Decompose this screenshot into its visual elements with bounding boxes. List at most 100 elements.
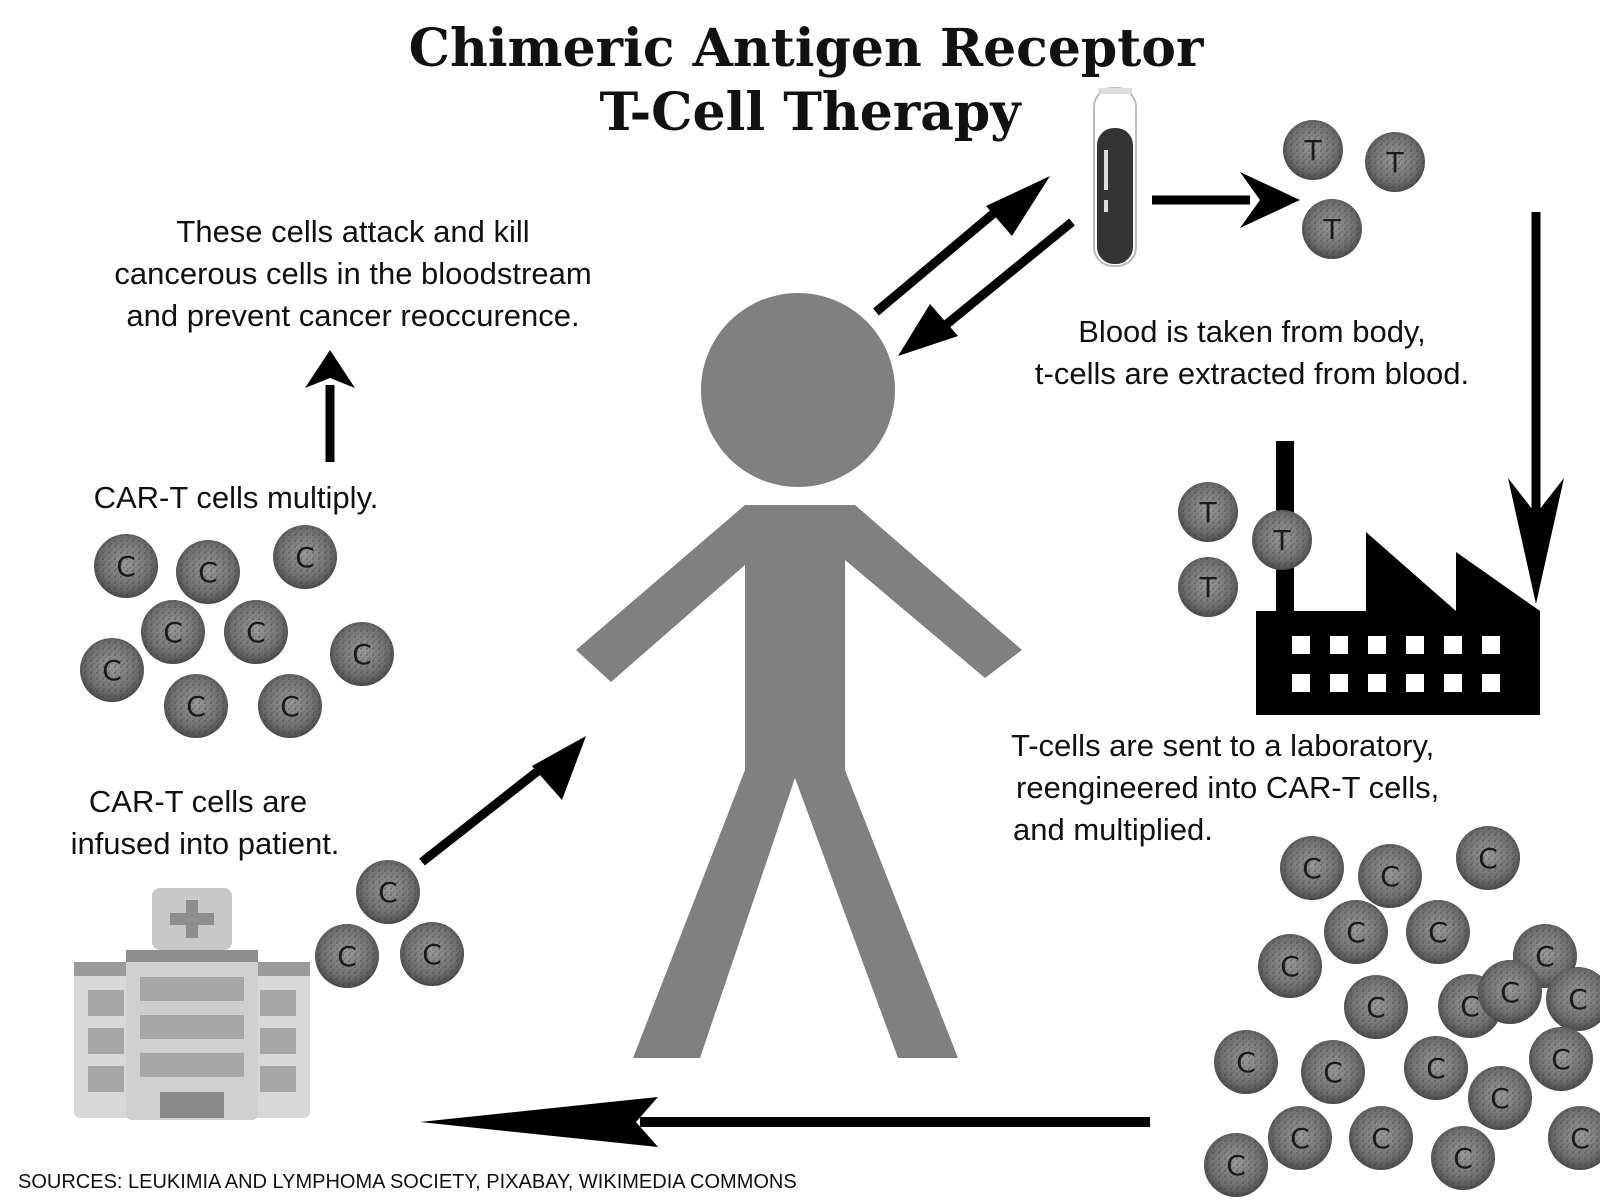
car-t-cell: C	[1324, 900, 1388, 964]
car-t-cell-label: C	[1568, 983, 1588, 1016]
car-t-cell: C	[224, 600, 288, 664]
caption-attack: These cells attack and kill cancerous ce…	[114, 214, 591, 333]
car-t-cell: C	[80, 638, 144, 702]
car-t-cell: C	[1268, 1106, 1332, 1170]
caption-attack-line-2: cancerous cells in the bloodstream	[114, 256, 591, 291]
arrow-tcells-to-factory	[1508, 212, 1564, 604]
t-cell-label: T	[1272, 524, 1291, 557]
car-t-cell-label: C	[1323, 1056, 1343, 1089]
car-t-cell-label: C	[1280, 950, 1300, 983]
arrow-tube-to-body	[898, 218, 1075, 356]
caption-extract-line-1: Blood is taken from body,	[1078, 314, 1426, 349]
car-t-cell-label: C	[1551, 1043, 1571, 1076]
caption-extract: Blood is taken from body, t-cells are ex…	[1035, 314, 1469, 391]
car-t-cell: C	[1548, 1106, 1600, 1170]
caption-lab-line-2: reengineered into CAR-T cells,	[1016, 770, 1439, 805]
car-t-cell-label: C	[186, 690, 206, 723]
car-t-cell: C	[1349, 1106, 1413, 1170]
arrow-lab-to-hospital	[420, 1097, 1150, 1147]
car-t-cell-label: C	[280, 690, 300, 723]
car-t-cell-label: C	[1428, 916, 1448, 949]
car-t-cell: C	[94, 534, 158, 598]
t-cell-label: T	[1385, 146, 1404, 179]
car-t-cell: C	[1214, 1030, 1278, 1094]
t-cell: T	[1365, 132, 1425, 192]
car-t-cell: C	[1406, 900, 1470, 964]
hospital-icon	[74, 888, 310, 1120]
car-t-cell: C	[1456, 826, 1520, 890]
arrow-body-to-tube	[873, 176, 1050, 316]
car-t-cell: C	[356, 860, 420, 924]
title: Chimeric Antigen Receptor T-Cell Therapy	[409, 18, 1204, 143]
caption-extract-line-2: t-cells are extracted from blood.	[1035, 356, 1469, 391]
arrow-tube-to-tcells	[1152, 172, 1300, 228]
caption-infuse-line-1: CAR-T cells are	[89, 784, 307, 819]
car-t-cell-label: C	[1290, 1122, 1310, 1155]
car-t-cell-label: C	[295, 541, 315, 574]
t-cell: T	[1252, 510, 1312, 570]
car-t-cell-label: C	[1535, 940, 1555, 973]
car-t-cell: C	[273, 525, 337, 589]
caption-lab-line-1: T-cells are sent to a laboratory,	[1011, 728, 1434, 763]
sources-footer: SOURCES: LEUKIMIA AND LYMPHOMA SOCIETY, …	[18, 1171, 797, 1193]
car-t-cell: C	[1258, 934, 1322, 998]
caption-multiply: CAR-T cells multiply.	[94, 480, 379, 515]
car-t-cell: C	[1468, 1066, 1532, 1130]
car-t-cell: C	[315, 924, 379, 988]
t-cell-label: T	[1198, 496, 1217, 529]
t-cell-label: T	[1322, 213, 1341, 246]
car-t-cell-label: C	[378, 876, 398, 909]
car-t-cell: C	[1404, 1036, 1468, 1100]
caption-infuse: CAR-T cells are infused into patient.	[71, 784, 340, 861]
car-t-cell-label: C	[246, 616, 266, 649]
caption-attack-line-3: and prevent cancer reoccurence.	[126, 298, 579, 333]
car-t-cell: C	[1431, 1126, 1495, 1190]
car-t-cell-label: C	[1426, 1052, 1446, 1085]
person-silhouette-icon	[576, 293, 1022, 1058]
car-t-cell-label: C	[1226, 1149, 1246, 1182]
car-t-cell-label: C	[1236, 1046, 1256, 1079]
car-t-cell-label: C	[1478, 842, 1498, 875]
car-t-cell-label: C	[337, 940, 357, 973]
car-t-cell-label: C	[1346, 916, 1366, 949]
t-cell: T	[1283, 120, 1343, 180]
car-t-cell-label: C	[422, 938, 442, 971]
car-t-cell-label: C	[1453, 1142, 1473, 1175]
car-t-cell: C	[1478, 960, 1542, 1024]
car-t-cell: C	[1204, 1133, 1268, 1197]
caption-multiply-line-1: CAR-T cells multiply.	[94, 480, 379, 515]
car-t-cell: C	[1546, 967, 1600, 1031]
car-t-cell: C	[1301, 1040, 1365, 1104]
car-t-cell: C	[1344, 975, 1408, 1039]
car-t-cell-label: C	[116, 550, 136, 583]
car-t-cell-label: C	[1366, 991, 1386, 1024]
car-t-cell: C	[258, 674, 322, 738]
t-cell-label: T	[1303, 134, 1322, 167]
car-t-cell: C	[400, 922, 464, 986]
car-t-cell-label: C	[352, 638, 372, 671]
car-t-cell: C	[1358, 844, 1422, 908]
t-cells: T T T T T T	[1178, 120, 1425, 617]
car-t-cell-label: C	[198, 556, 218, 589]
caption-lab-line-3: and multiplied.	[1013, 812, 1213, 847]
car-t-cell-label: C	[1570, 1122, 1590, 1155]
caption-attack-line-1: These cells attack and kill	[176, 214, 529, 249]
car-t-cell: C	[176, 540, 240, 604]
t-cell: T	[1302, 199, 1362, 259]
car-t-cell-label: C	[1490, 1082, 1510, 1115]
title-line-2: T-Cell Therapy	[599, 82, 1022, 143]
car-t-cell: C	[164, 674, 228, 738]
t-cell-label: T	[1198, 571, 1217, 604]
car-t-cell-label: C	[1371, 1122, 1391, 1155]
t-cell: T	[1178, 482, 1238, 542]
caption-infuse-line-2: infused into patient.	[71, 826, 340, 861]
car-t-cell: C	[141, 600, 205, 664]
arrow-multiply-to-attack	[305, 350, 355, 462]
person-body	[576, 505, 1022, 1058]
car-t-cell-label: C	[163, 616, 183, 649]
car-t-cell-label: C	[1302, 852, 1322, 885]
car-t-cell-label: C	[1460, 990, 1480, 1023]
